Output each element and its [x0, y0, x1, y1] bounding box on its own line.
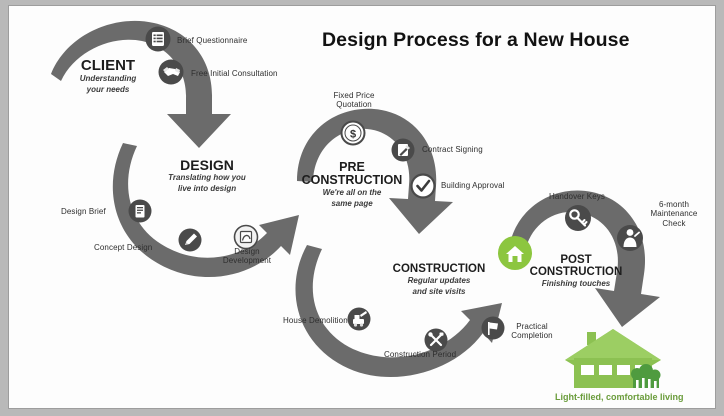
stage-tagline-client-line1: Understanding: [79, 74, 137, 83]
flag-icon: [481, 316, 505, 340]
post-construction-arrow: [509, 190, 660, 327]
house-circle-icon: [498, 236, 532, 270]
stage-title-construction: CONSTRUCTION: [392, 263, 486, 275]
stage-tagline-design-line1: Translating how you: [168, 173, 246, 182]
stage-tagline-client-line2: your needs: [86, 85, 130, 94]
design-item-design-development: Design Development: [216, 247, 278, 266]
post-item-maintenance-check: 6-month Maintenance Check: [643, 200, 705, 228]
construction-arrow: [295, 245, 502, 378]
maintenance-line3: Check: [662, 218, 686, 228]
maintenance-line2: Maintenance: [650, 209, 698, 219]
stage-title-pre-construction-line1: PRE: [339, 160, 365, 174]
pre-construction-arrow: [297, 108, 453, 234]
maintenance-person-icon: [617, 225, 643, 251]
design-item-design-brief: Design Brief: [61, 207, 106, 216]
design-development-line2: Development: [222, 256, 272, 266]
pre-item-contract-signing: Contract Signing: [422, 145, 483, 154]
excavator-icon: [347, 307, 371, 331]
practical-completion-line2: Completion: [511, 331, 553, 341]
result-caption: Light-filled, comfortable living: [555, 392, 684, 402]
svg-text:$: $: [350, 129, 356, 141]
post-item-handover-keys: Handover Keys: [549, 192, 605, 201]
maintenance-line1: 6-month: [658, 200, 690, 209]
handshake-icon: [158, 59, 184, 85]
stage-tagline-pre-line2: same page: [331, 199, 373, 208]
stage-title-post-construction-line1: POST: [560, 254, 592, 266]
stage-tagline-post: Finishing touches: [541, 279, 611, 288]
stage-title-design: DESIGN: [180, 157, 234, 173]
client-arrow: [51, 20, 231, 149]
pre-item-fixed-price-quotation: Fixed Price Quotation: [316, 91, 392, 110]
page-title: Design Process for a New House: [322, 29, 630, 51]
check-icon: [410, 173, 436, 199]
list-document-icon: [145, 26, 171, 52]
stage-title-client: CLIENT: [80, 57, 136, 74]
fixed-price-line2: Quotation: [336, 100, 372, 110]
image-frame: $: [8, 5, 716, 409]
construction-item-practical-completion: Practical Completion: [501, 322, 563, 341]
design-arrow: [112, 143, 299, 278]
pre-item-building-approval: Building Approval: [441, 181, 505, 190]
client-item-free-initial-consultation: Free Initial Consultation: [191, 69, 278, 78]
dollar-icon: $: [340, 120, 366, 146]
stage-tagline-construction-line1: Regular updates: [407, 276, 471, 285]
contract-pen-icon: [391, 138, 415, 162]
construction-item-house-demolition: House Demolition: [283, 316, 348, 325]
stage-tagline-construction-line2: and site visits: [412, 287, 466, 296]
drafting-icon: [233, 224, 259, 250]
document-icon: [128, 199, 152, 223]
construction-item-construction-period: Construction Period: [384, 350, 457, 359]
process-diagram-artwork: $: [51, 20, 661, 388]
stage-tagline-design-line2: live into design: [177, 184, 237, 193]
fixed-price-line1: Fixed Price: [333, 91, 375, 100]
practical-completion-line1: Practical: [516, 322, 548, 331]
green-house-illustration: [565, 329, 661, 388]
tools-icon: [424, 328, 448, 352]
design-item-concept-design: Concept Design: [94, 243, 153, 252]
key-icon: [565, 205, 591, 231]
diagram-canvas: $: [9, 6, 715, 408]
design-development-line1: Design: [234, 247, 260, 256]
stage-title-pre-construction-line2: CONSTRUCTION: [301, 173, 403, 187]
stage-tagline-pre-line1: We're all on the: [322, 188, 382, 197]
stage-title-post-construction-line2: CONSTRUCTION: [529, 266, 623, 278]
pencil-icon: [178, 228, 202, 252]
client-item-brief-questionnaire: Brief Questionnaire: [177, 36, 248, 45]
